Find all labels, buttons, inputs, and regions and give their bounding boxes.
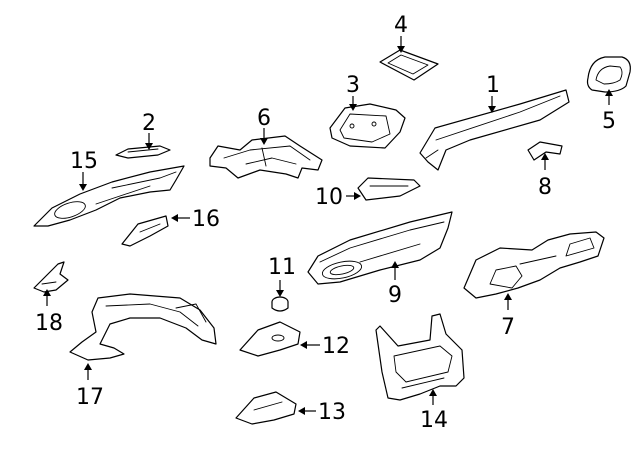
part-4-pad (379, 49, 439, 81)
callout-8: 8 (538, 175, 552, 200)
part-13-bracket (235, 391, 297, 425)
part-17-duct (69, 293, 217, 361)
part-11-grommet (271, 296, 289, 312)
callout-leaders (43, 36, 613, 415)
callout-12: 12 (322, 334, 350, 359)
part-8-clip (527, 141, 563, 161)
part-12-bracket (239, 321, 301, 357)
callout-11: 11 (268, 255, 296, 280)
callout-2: 2 (142, 111, 156, 136)
part-9-instrument-panel (307, 211, 453, 285)
callout-13: 13 (318, 400, 346, 425)
part-15-left-trim (33, 165, 185, 227)
part-6-frame (209, 135, 323, 179)
part-18-clip (33, 261, 69, 293)
callout-18: 18 (35, 311, 63, 336)
callout-6: 6 (257, 106, 271, 131)
callout-9: 9 (388, 283, 402, 308)
callout-5: 5 (602, 109, 616, 134)
callout-17: 17 (76, 385, 104, 410)
part-16-trim (121, 215, 169, 247)
callout-1: 1 (486, 73, 500, 98)
part-10-bracket (357, 177, 421, 201)
part-2-bracket (115, 145, 171, 159)
callout-16: 16 (192, 207, 220, 232)
callout-15: 15 (70, 149, 98, 174)
part-5-vent-bezel (586, 56, 631, 93)
callout-4: 4 (394, 13, 408, 38)
callout-10: 10 (315, 185, 343, 210)
part-7-side-vent (463, 231, 605, 299)
callout-7: 7 (501, 315, 515, 340)
callout-14: 14 (420, 408, 448, 433)
part-14-center-bezel (375, 313, 465, 401)
part-3-module (329, 103, 406, 149)
callout-3: 3 (346, 73, 360, 98)
